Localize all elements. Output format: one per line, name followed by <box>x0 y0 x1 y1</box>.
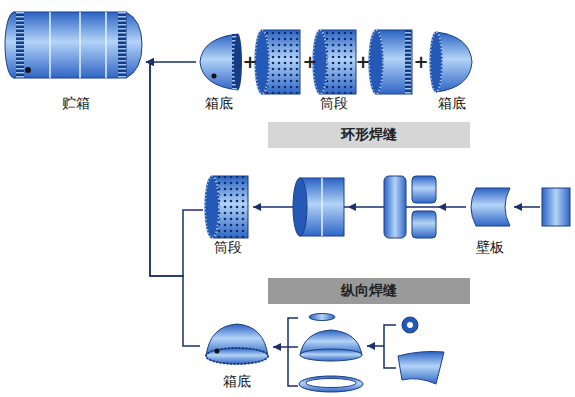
part-label: 箱底 <box>196 30 242 112</box>
part-label: 贮箱 <box>6 6 146 112</box>
part-label: 箱底 <box>428 30 476 112</box>
bracket <box>288 318 298 386</box>
cylinder-face <box>205 176 219 238</box>
tank-dome <box>126 12 142 78</box>
cylinder-rim <box>405 30 411 94</box>
panel-set-figure <box>384 176 436 238</box>
flat-ring <box>299 376 363 392</box>
dome-rim <box>430 32 442 92</box>
process-band: 环形焊缝 <box>268 122 470 148</box>
dome-shell <box>200 34 238 90</box>
flow-arrow <box>253 206 466 208</box>
cap-part <box>309 314 335 321</box>
ring-face <box>293 178 307 236</box>
tank-end <box>5 12 23 78</box>
cylinder-figure <box>369 30 412 94</box>
flat-ring-hole <box>306 379 356 388</box>
curved-panel <box>471 188 510 226</box>
plus-sign: + <box>413 53 428 71</box>
port <box>212 74 217 79</box>
part-name: 箱底 <box>205 95 233 113</box>
part-label: 筒段 <box>254 26 414 112</box>
part-name: 贮箱 <box>62 95 90 113</box>
cylinder-face <box>369 30 383 94</box>
dome-face <box>430 32 442 92</box>
flow-arrow <box>146 61 196 63</box>
step-arrow <box>514 206 540 208</box>
plus-sign: + <box>302 53 317 71</box>
weld-seam <box>49 12 51 78</box>
flow-arrow <box>146 62 200 346</box>
ring-figure <box>293 178 344 236</box>
plus-sign: + <box>355 53 370 71</box>
port <box>25 67 31 73</box>
tank-rim <box>118 12 126 78</box>
part-name: 筒段 <box>320 95 348 113</box>
eyelet-hole <box>407 322 413 328</box>
cylinder-figure <box>205 176 248 238</box>
dome-figure <box>206 324 268 364</box>
dome-figure <box>430 32 472 92</box>
part-name: 壁板 <box>476 239 504 257</box>
panel-piece <box>384 176 406 238</box>
flat-panel <box>542 188 570 226</box>
flow-arrow <box>146 62 203 276</box>
step-arrowhead <box>348 203 356 211</box>
part-name: 箱底 <box>223 373 251 391</box>
part-name: 箱底 <box>438 95 466 113</box>
dome-part-rim <box>300 349 362 361</box>
cylinder-rim <box>205 176 219 238</box>
weld-seam <box>321 178 323 236</box>
dome-rim <box>206 348 268 364</box>
cylinder-figure <box>255 30 300 94</box>
process-band: 纵向焊缝 <box>268 278 470 304</box>
weld-seam <box>79 12 81 78</box>
part-label: 箱底 <box>200 320 274 390</box>
dome-face <box>234 34 242 90</box>
bracket <box>384 325 396 368</box>
band-text: 纵向焊缝 <box>341 282 397 300</box>
tank-figure <box>5 12 142 78</box>
plus-sign: + <box>242 53 257 71</box>
panel-piece <box>412 176 436 203</box>
port <box>215 349 220 354</box>
part-label: 筒段 <box>203 172 253 256</box>
cylinder-rim <box>369 30 383 94</box>
step-arrow <box>273 346 288 348</box>
tank-body <box>14 12 126 78</box>
part-label: 壁板 <box>466 180 570 256</box>
weld-seam <box>105 12 107 78</box>
panel-piece <box>412 211 436 238</box>
petal-part <box>398 352 444 385</box>
step-arrowhead <box>438 203 446 211</box>
part-name: 筒段 <box>214 239 242 257</box>
band-text: 环形焊缝 <box>341 126 397 144</box>
eyelet-part <box>402 317 418 333</box>
dome-figure <box>200 34 242 90</box>
dome-rim <box>206 348 268 364</box>
step-arrow <box>367 345 384 347</box>
tank-rim <box>16 12 24 78</box>
cylinder-figure <box>313 30 356 94</box>
